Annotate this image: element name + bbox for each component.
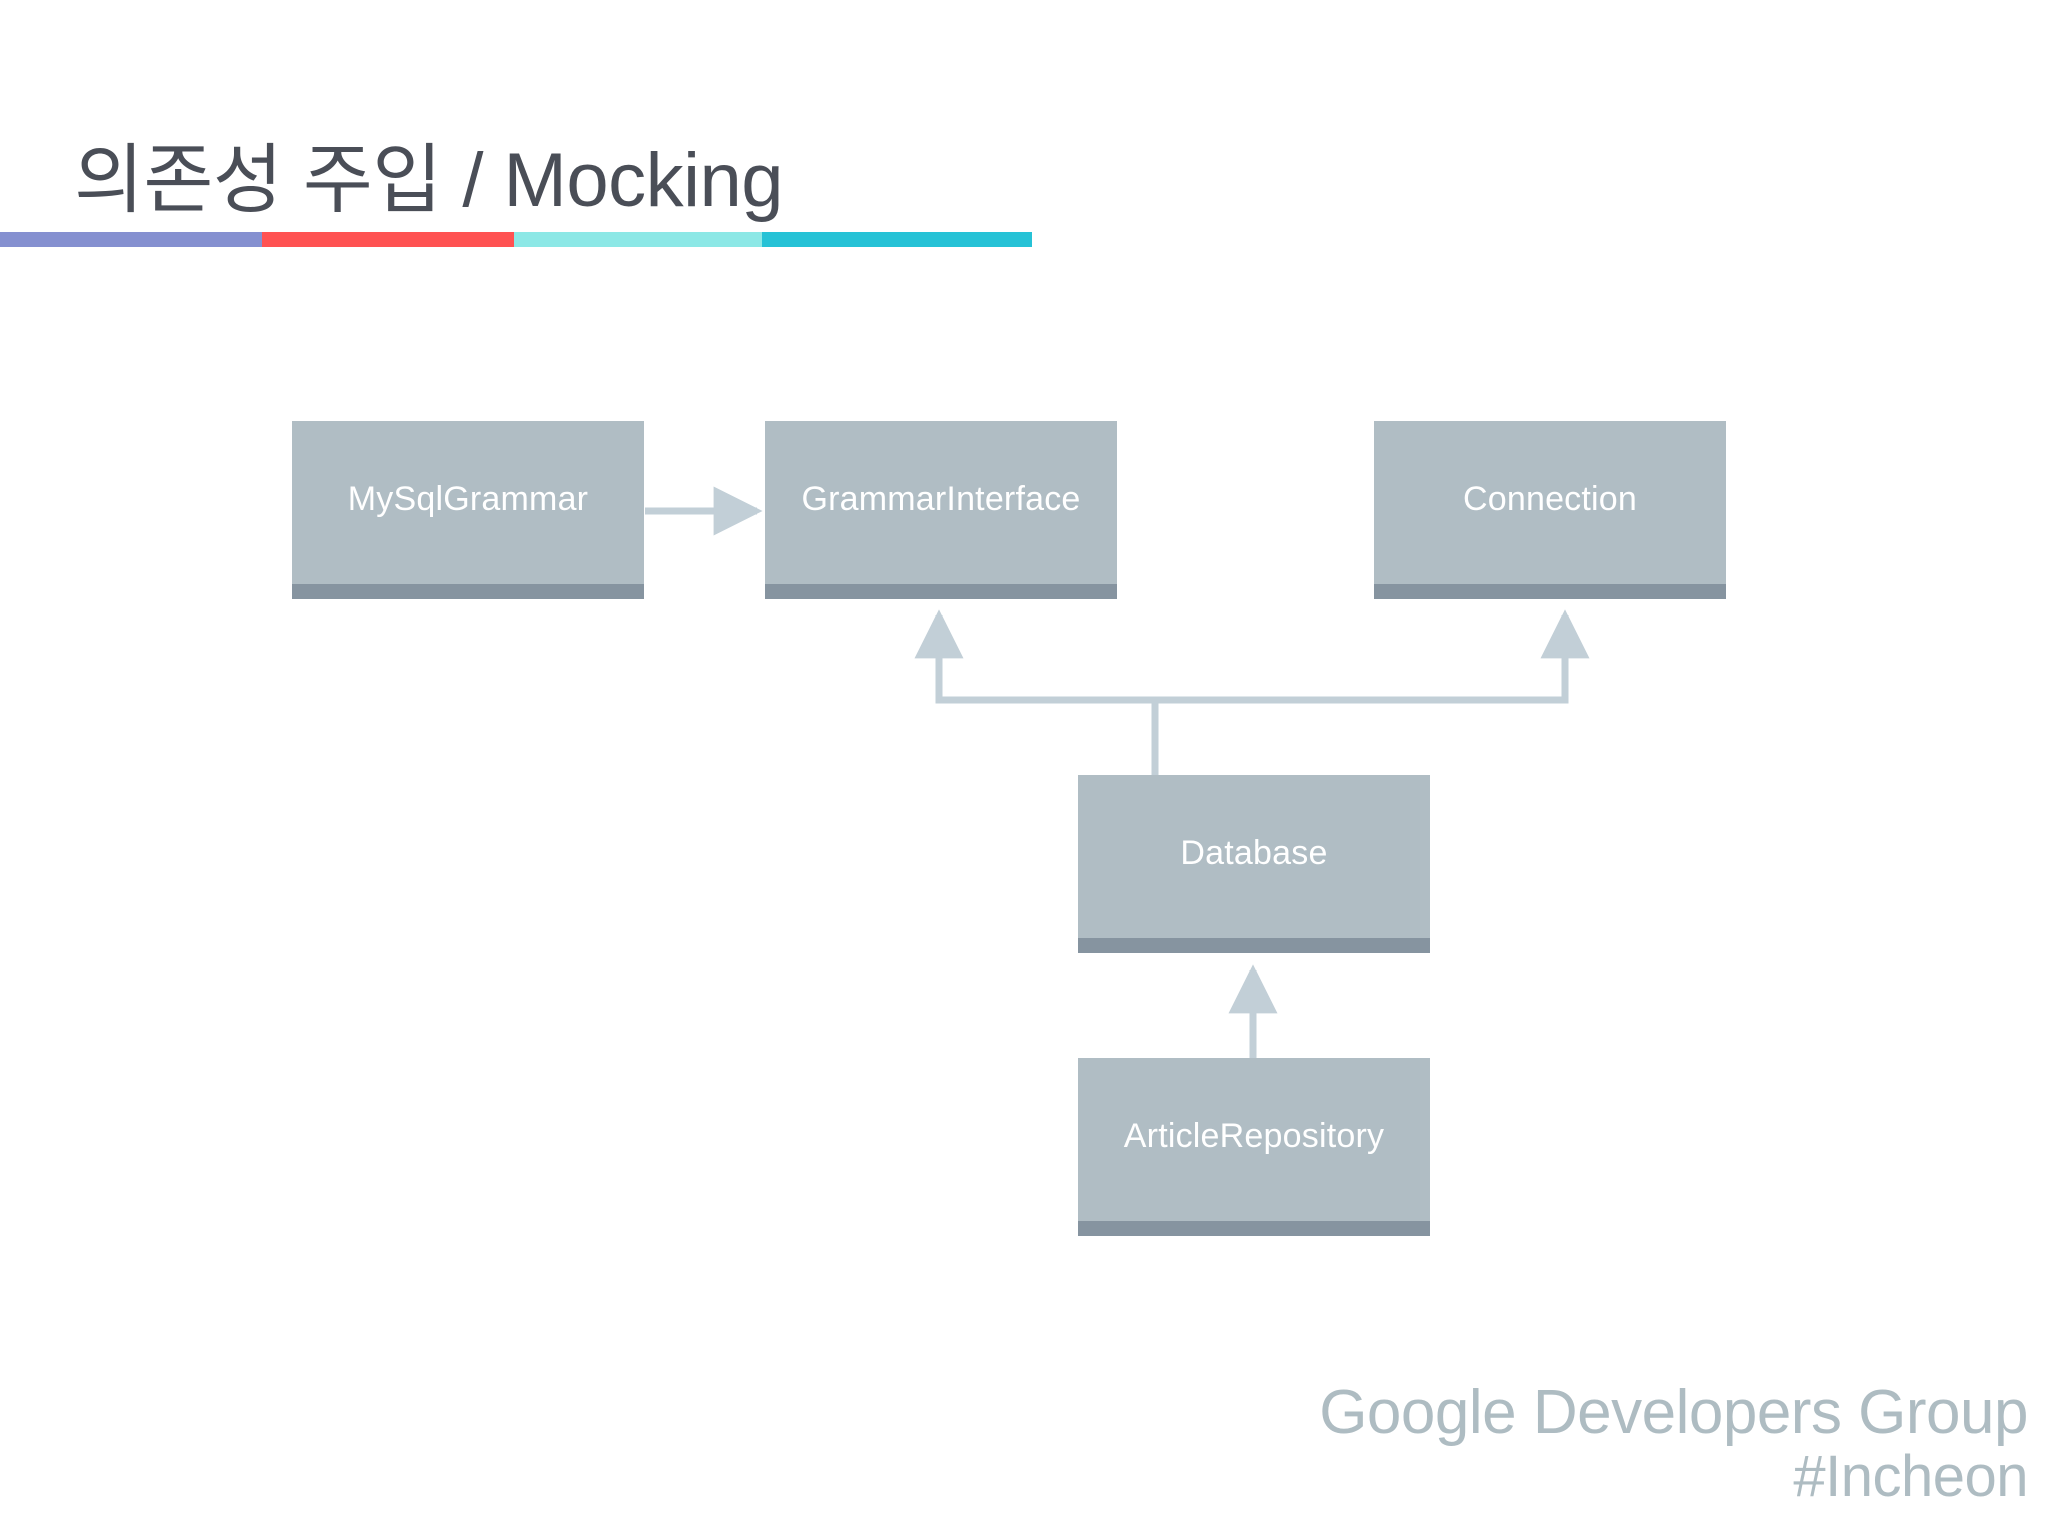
- node-mysqlgrammar[interactable]: MySqlGrammar: [292, 421, 644, 599]
- edge-database-to-connection: [1151, 609, 1590, 775]
- accent-bar-segment-red: [262, 232, 514, 247]
- accent-bar-segment-teal: [762, 232, 1032, 247]
- page-title: 의존성 주입 / Mocking: [74, 137, 784, 223]
- node-database[interactable]: Database: [1078, 775, 1430, 953]
- node-label-connection: Connection: [1462, 479, 1637, 518]
- footer-branding: Google Developers Group #Incheon: [1319, 1380, 2028, 1508]
- node-articlerepository[interactable]: ArticleRepository: [1078, 1058, 1430, 1236]
- node-label-database: Database: [1180, 833, 1328, 872]
- accent-bar: [0, 232, 1032, 247]
- footer-line-chapter: #Incheon: [1793, 1444, 2028, 1509]
- accent-bar-segment-light-cyan: [514, 232, 762, 247]
- node-label-mysqlgrammar: MySqlGrammar: [347, 479, 589, 518]
- node-label-articlerepository: ArticleRepository: [1123, 1116, 1385, 1155]
- node-connection[interactable]: Connection: [1374, 421, 1726, 599]
- accent-bar-segment-purple: [0, 232, 262, 247]
- node-label-grammarinterface: GrammarInterface: [801, 479, 1081, 518]
- node-grammarinterface[interactable]: GrammarInterface: [765, 421, 1117, 599]
- footer-line-organization: Google Developers Group: [1319, 1378, 2028, 1447]
- edge-database-to-grammarinterface: [914, 609, 1159, 775]
